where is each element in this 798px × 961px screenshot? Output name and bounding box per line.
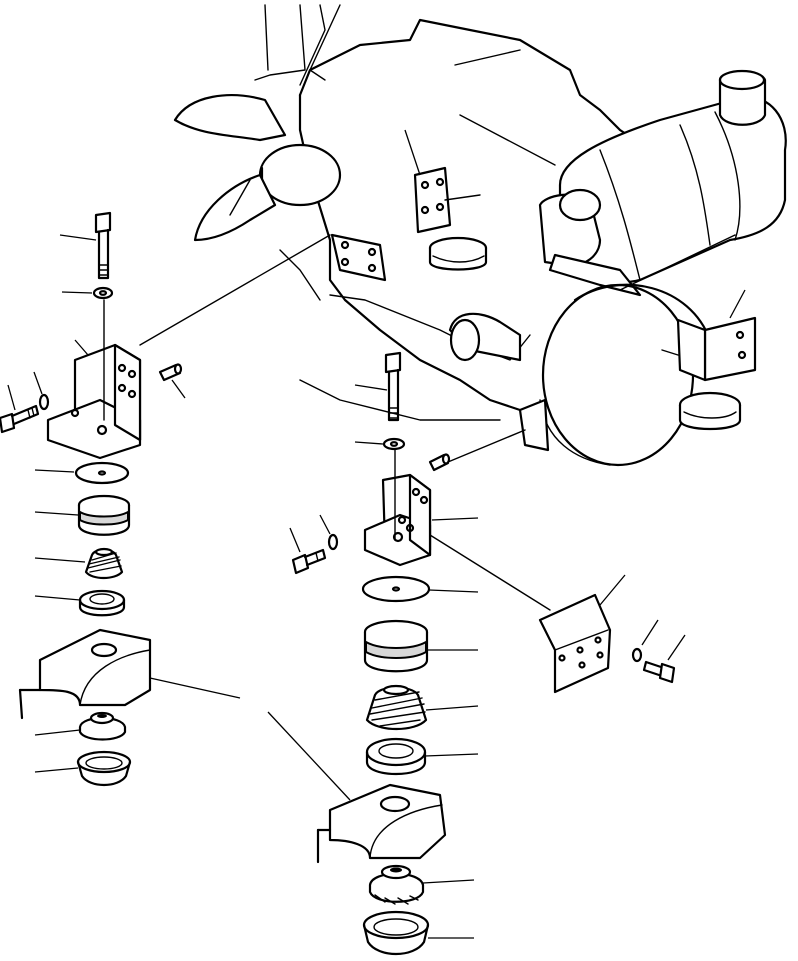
guard-plate <box>538 574 626 694</box>
center-side-washer <box>319 514 339 551</box>
rear-mount-cushion-right <box>678 391 742 431</box>
center-plate <box>361 575 479 603</box>
center-spring <box>365 684 479 730</box>
front-mount-bracket-left <box>46 234 331 460</box>
front-lower-ring-left <box>34 589 126 617</box>
guard-bolt <box>642 634 686 684</box>
center-lower-ring <box>365 737 479 776</box>
front-support-left <box>18 628 241 720</box>
front-dowel-left <box>158 363 186 399</box>
front-plate-left <box>34 461 130 485</box>
front-side-bolt-left <box>0 384 40 434</box>
rear-mount-bracket-right <box>661 289 757 382</box>
center-dowel <box>428 429 526 472</box>
center-support <box>267 711 447 864</box>
front-cup-left <box>34 750 132 787</box>
front-side-washer-left <box>33 371 50 411</box>
center-bolt <box>354 351 402 422</box>
front-spring-left <box>34 547 124 580</box>
engine-block <box>258 18 722 421</box>
center-upper-cushion <box>363 619 478 673</box>
center-lower-cushion <box>368 864 475 905</box>
center-washer <box>354 437 406 451</box>
center-bracket <box>363 449 551 611</box>
center-side-bolt <box>289 527 327 575</box>
front-washer-left <box>61 286 114 300</box>
cooling-fan <box>173 4 341 242</box>
center-cup <box>362 910 474 955</box>
flywheel-housing <box>518 283 712 467</box>
guard-washer <box>631 619 659 663</box>
front-upper-cushion-left <box>34 494 131 536</box>
rear-mount-right-upper <box>404 129 488 271</box>
air-cleaner <box>538 69 787 297</box>
front-bolt-left <box>59 211 112 280</box>
front-lower-cushion-left <box>34 711 127 741</box>
